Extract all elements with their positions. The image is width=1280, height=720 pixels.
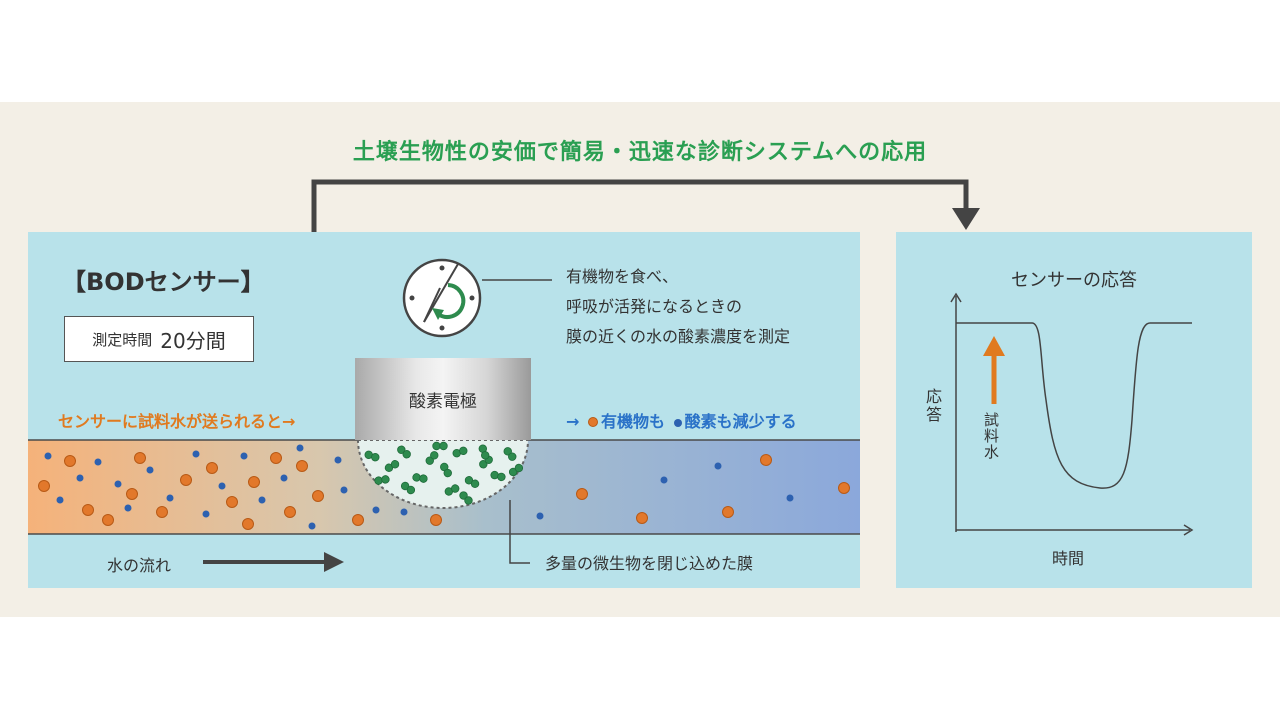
measurement-description: 有機物を食べ、 呼吸が活発になるときの 膜の近くの水の酸素濃度を測定 — [566, 262, 790, 352]
result-organic: 有機物も — [600, 412, 665, 431]
sensor-title: 【BODセンサー】 — [62, 268, 265, 296]
oxygen-particle — [146, 466, 154, 474]
oxygen-particle — [44, 452, 52, 460]
organic-matter-particle — [352, 514, 364, 526]
time-value: 20分間 — [160, 328, 226, 353]
y-axis-label: 応答 — [923, 388, 942, 424]
description-line: 呼吸が活発になるときの — [566, 297, 743, 316]
microbe — [452, 446, 468, 458]
membrane-leader-line — [509, 500, 530, 564]
oxygen-particle — [308, 522, 316, 530]
organic-matter-particle — [284, 506, 296, 518]
oxygen-particle — [660, 476, 668, 484]
microbe — [432, 441, 448, 451]
oxygen-dot — [673, 419, 682, 427]
oxygen-particle — [400, 508, 408, 516]
organic-matter-particle — [838, 482, 850, 494]
organic-matter-particle — [102, 514, 114, 526]
oxygen-electrode: 酸素電極 — [355, 358, 531, 440]
headline: 土壌生物性の安価で簡易・迅速な診断システムへの応用 — [352, 140, 928, 165]
response-curve — [956, 322, 1192, 489]
oxygen-particle — [218, 482, 226, 490]
oxygen-particle — [786, 494, 794, 502]
description-line: 膜の近くの水の酸素濃度を測定 — [566, 327, 791, 346]
microbe — [503, 447, 517, 461]
microbe — [508, 463, 524, 477]
result-oxygen: 酸素も減少する — [684, 412, 797, 431]
organic-matter-particle — [270, 452, 282, 464]
microbe — [374, 475, 390, 485]
water-flow-label: 水の流れ — [107, 556, 172, 575]
organic-matter-particle — [242, 518, 254, 530]
organic-matter-dot — [587, 417, 598, 427]
oxygen-particle — [280, 474, 288, 482]
organic-matter-particle — [226, 496, 238, 508]
sample-water-label: 試料水 — [982, 412, 1000, 460]
oxygen-particle — [124, 504, 132, 512]
x-axis-label: 時間 — [1052, 549, 1085, 568]
oxygen-particle — [114, 480, 122, 488]
microbe — [397, 445, 411, 459]
oxygen-particle — [56, 496, 64, 504]
oxygen-particle — [258, 496, 266, 504]
oxygen-particle — [340, 486, 348, 494]
organic-matter-particle — [248, 476, 260, 488]
oxygen-particle — [240, 452, 248, 460]
oxygen-particle — [372, 506, 380, 514]
organic-matter-particle — [296, 460, 308, 472]
response-title: センサーの応答 — [1011, 270, 1137, 291]
organic-matter-particle — [636, 512, 648, 524]
description-line: 有機物を食べ、 — [566, 267, 679, 286]
sample-sent-text: センサーに試料水が送られると→ — [58, 412, 296, 431]
organic-matter-particle — [38, 480, 50, 492]
measurement-time-box: 測定時間 20分間 — [64, 316, 254, 362]
organic-matter-particle — [82, 504, 94, 516]
organic-matter-particle — [576, 488, 588, 500]
organic-matter-particle — [180, 474, 192, 486]
oxygen-particle — [166, 494, 174, 502]
organic-matter-particle — [156, 506, 168, 518]
organic-matter-particle — [722, 506, 734, 518]
oxygen-particle — [192, 450, 200, 458]
organic-matter-particle — [312, 490, 324, 502]
organic-matter-particle — [64, 455, 76, 467]
microbe — [400, 481, 416, 495]
microbe — [440, 462, 452, 478]
oxygen-particle — [202, 510, 210, 518]
organic-matter-particle — [206, 462, 218, 474]
microbe — [412, 473, 428, 483]
microbe — [478, 444, 490, 460]
oxygen-particle — [714, 462, 722, 470]
time-label: 測定時間 — [92, 330, 153, 349]
result-prefix: → — [566, 412, 580, 431]
electrode-label: 酸素電極 — [409, 391, 477, 412]
microbe — [425, 451, 439, 465]
oxygen-particle — [94, 458, 102, 466]
microbe — [384, 460, 400, 472]
microbe — [459, 491, 473, 505]
organic-matter-particle — [126, 488, 138, 500]
microbe — [490, 470, 506, 482]
microbe — [444, 484, 460, 496]
oxygen-particle — [536, 512, 544, 520]
oxygen-particle — [334, 456, 342, 464]
oxygen-particle — [296, 444, 304, 452]
result-text: → 有機物も 酸素も減少する — [566, 408, 797, 432]
microbe — [364, 450, 380, 462]
organic-matter-particle — [760, 454, 772, 466]
oxygen-particle — [76, 474, 84, 482]
microbe — [464, 476, 480, 488]
organic-matter-particle — [134, 452, 146, 464]
organic-matter-particle — [430, 514, 442, 526]
membrane-label: 多量の微生物を閉じ込めた膜 — [545, 554, 754, 573]
